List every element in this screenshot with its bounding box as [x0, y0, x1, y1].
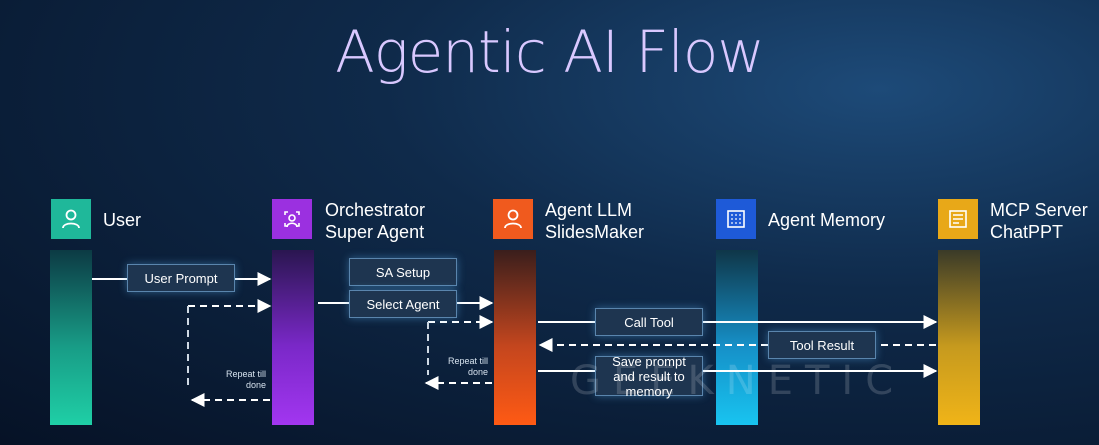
note-repeat-till-done-1: Repeat till done	[225, 369, 266, 390]
actor-label-user: User	[103, 210, 142, 230]
watermark: GEEKNETIC	[570, 358, 906, 404]
person-icon	[51, 199, 91, 239]
actor-label-mcp-server: MCP Server ChatPPT	[990, 200, 1088, 242]
note-repeat-till-done-2: Repeat till done	[447, 356, 488, 377]
message-user-prompt: User Prompt	[127, 264, 235, 292]
lifeline-user	[50, 250, 92, 425]
message-call-tool: Call Tool	[595, 308, 703, 336]
actor-label-orchestrator: Orchestrator Super Agent	[325, 200, 426, 242]
message-save-memory: Save prompt and result to memory	[595, 354, 703, 399]
lifeline-orchestrator	[272, 250, 314, 425]
lifeline-mcp-server	[938, 250, 980, 425]
page-title: Agentic AI Flow	[335, 18, 765, 86]
message-sa-setup: SA Setup	[349, 258, 457, 286]
lifeline-agent-llm	[494, 250, 536, 425]
memory-grid-icon	[716, 199, 756, 239]
lifeline-agent-memory	[716, 250, 758, 425]
orchestrator-icon	[272, 199, 312, 239]
message-tool-result: Tool Result	[768, 331, 876, 359]
actor-label-agent-memory: Agent Memory	[768, 210, 886, 230]
actor-label-agent-llm: Agent LLM SlidesMaker	[545, 200, 645, 242]
agent-person-icon	[493, 199, 533, 239]
server-icon	[938, 199, 978, 239]
message-select-agent: Select Agent	[349, 290, 457, 318]
